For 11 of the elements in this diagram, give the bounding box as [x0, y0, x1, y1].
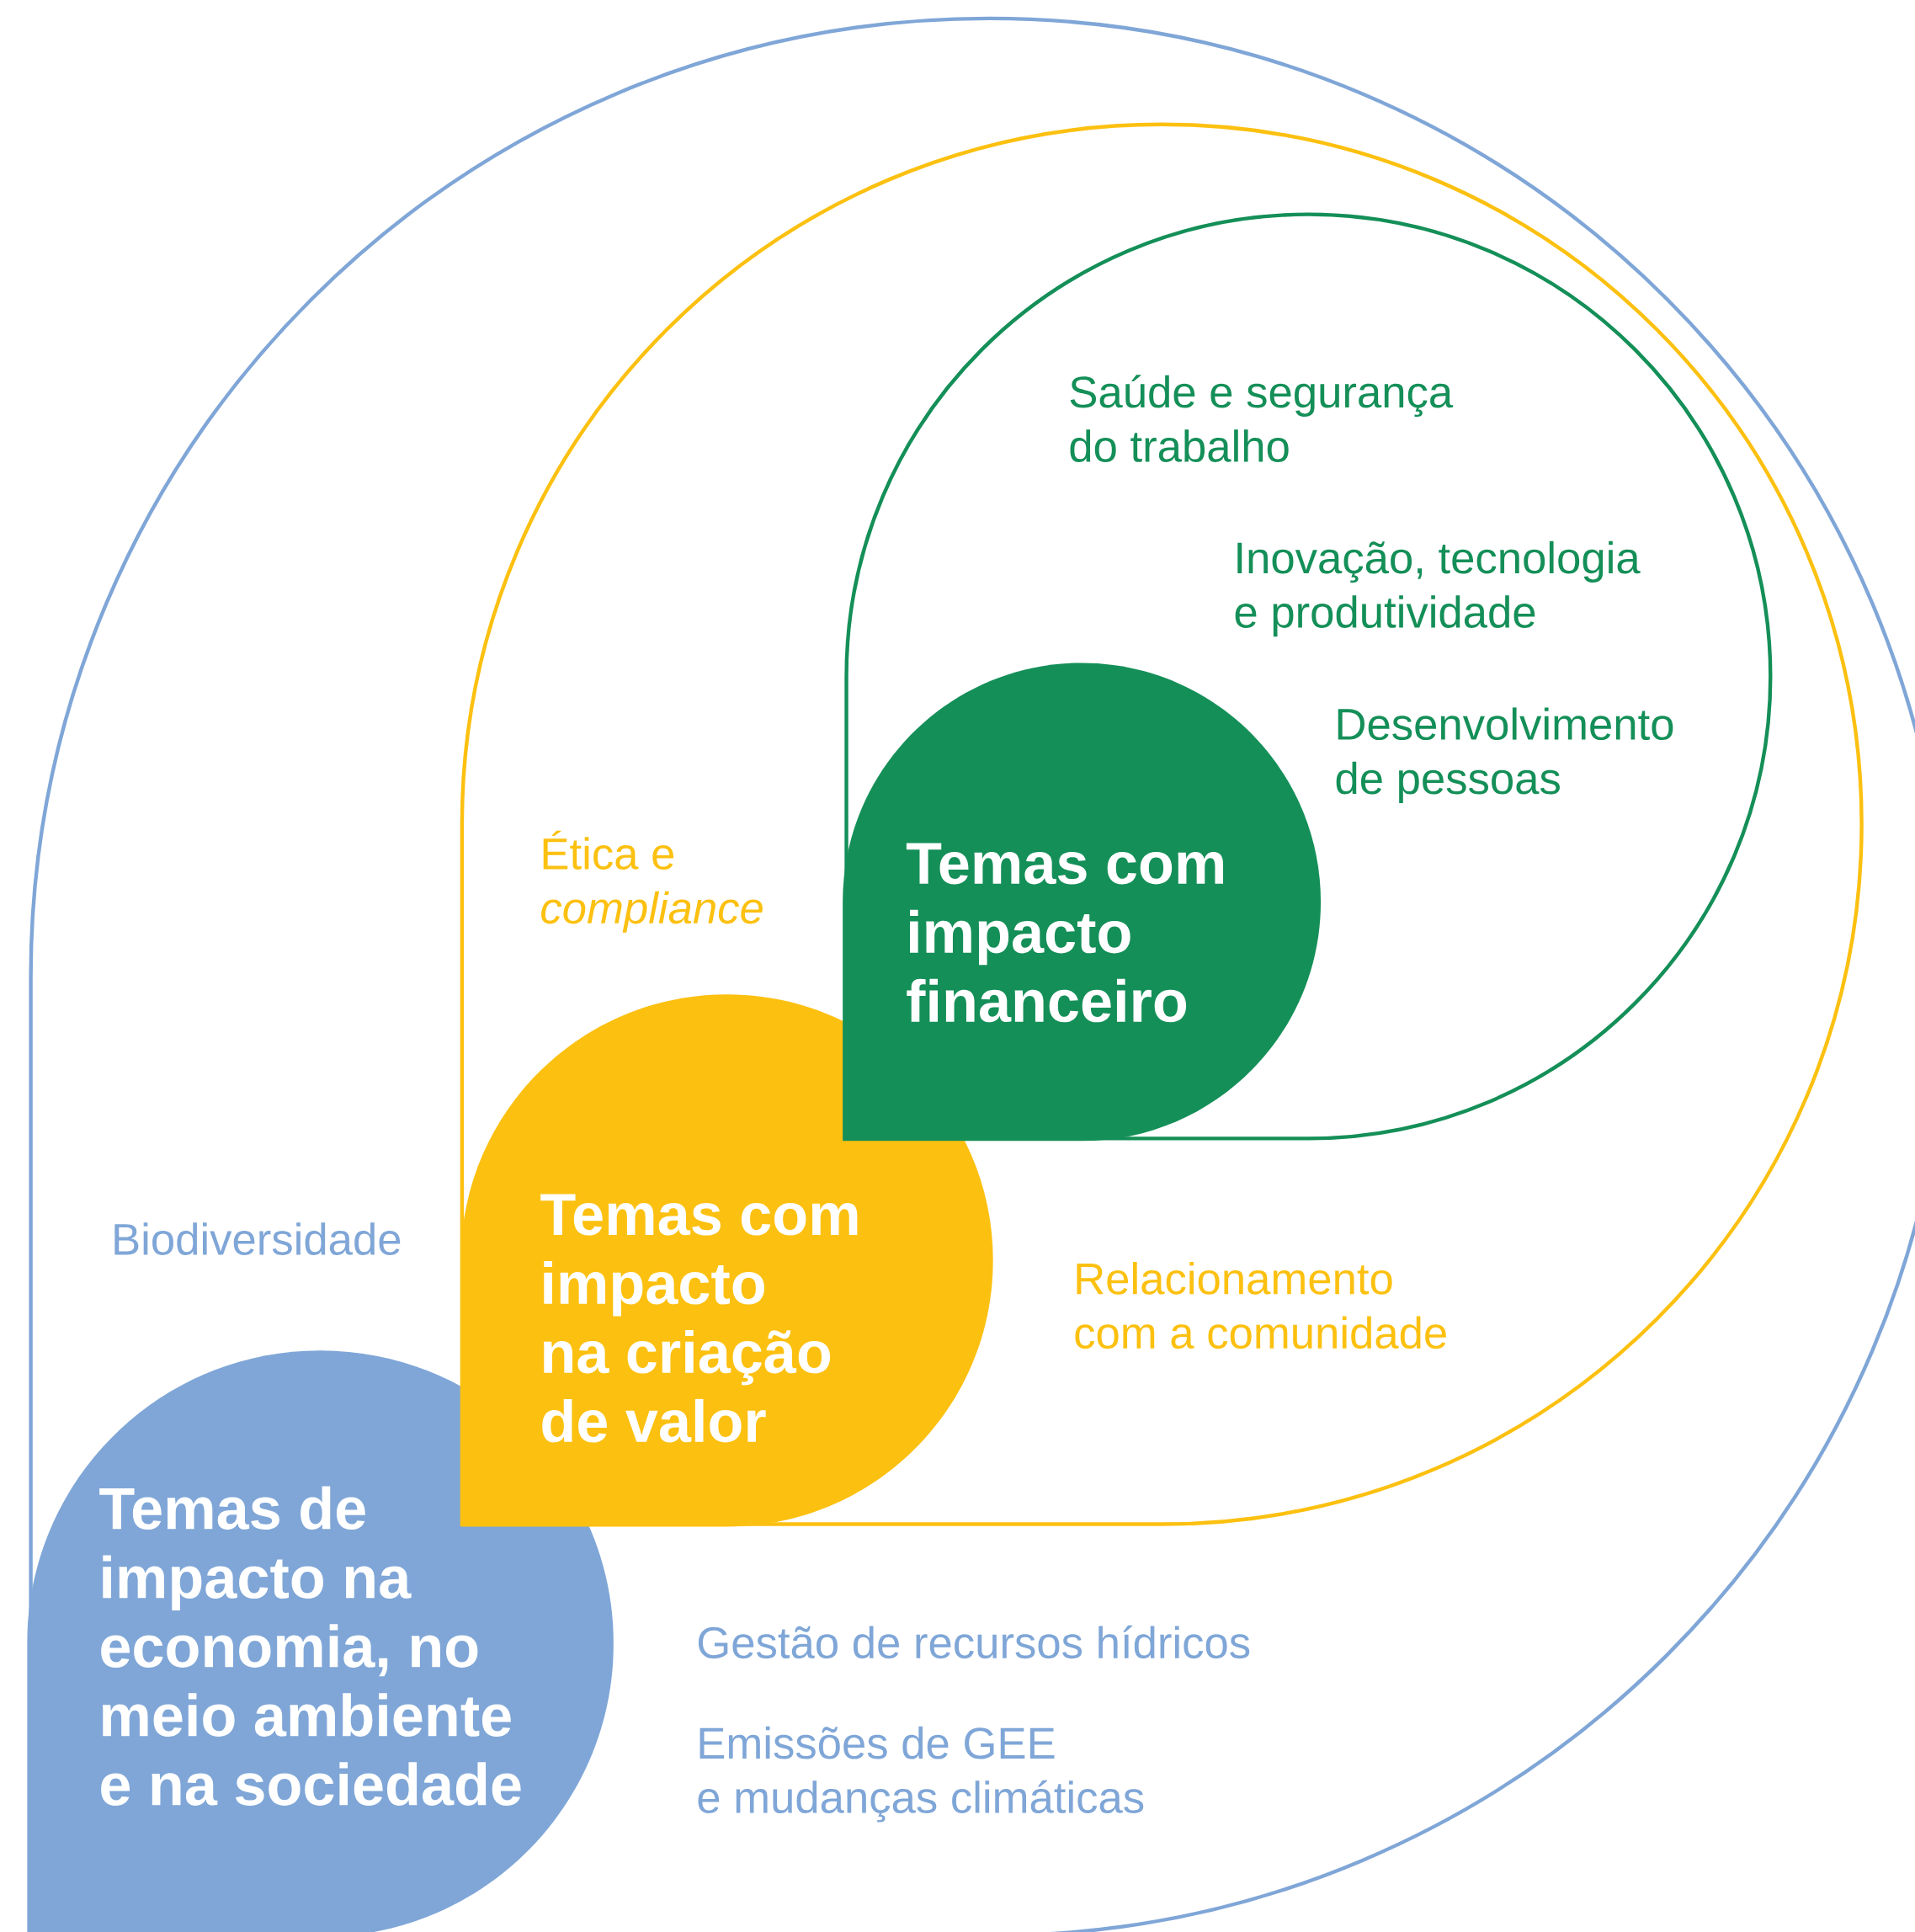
topic-text: Gestão de recursos hídricos	[699, 1625, 1250, 1659]
topic-text: Desenvolvimento de pessoas	[1336, 707, 1673, 803]
topic-text: Biodiversidade	[114, 1222, 401, 1255]
topic-text: Inovação, tecnologia e produtividade	[1235, 540, 1641, 637]
heading-text: Temas de impacto na economia, no meio ambiente e na sociedade	[99, 1486, 521, 1806]
topic-text: Ética e compliance	[541, 830, 763, 933]
heading-text: Temas com impacto financeiro	[907, 843, 1224, 1023]
topic-text: Relacionamento com a comunidade	[1075, 1262, 1447, 1349]
topic-text: Emissões de GEE e mudanças climáticas	[698, 1726, 1144, 1823]
heading-text: Temas com impacto na criação de valor	[540, 1194, 858, 1443]
topic-text: Saúde e segurança do trabalho	[1070, 375, 1454, 462]
